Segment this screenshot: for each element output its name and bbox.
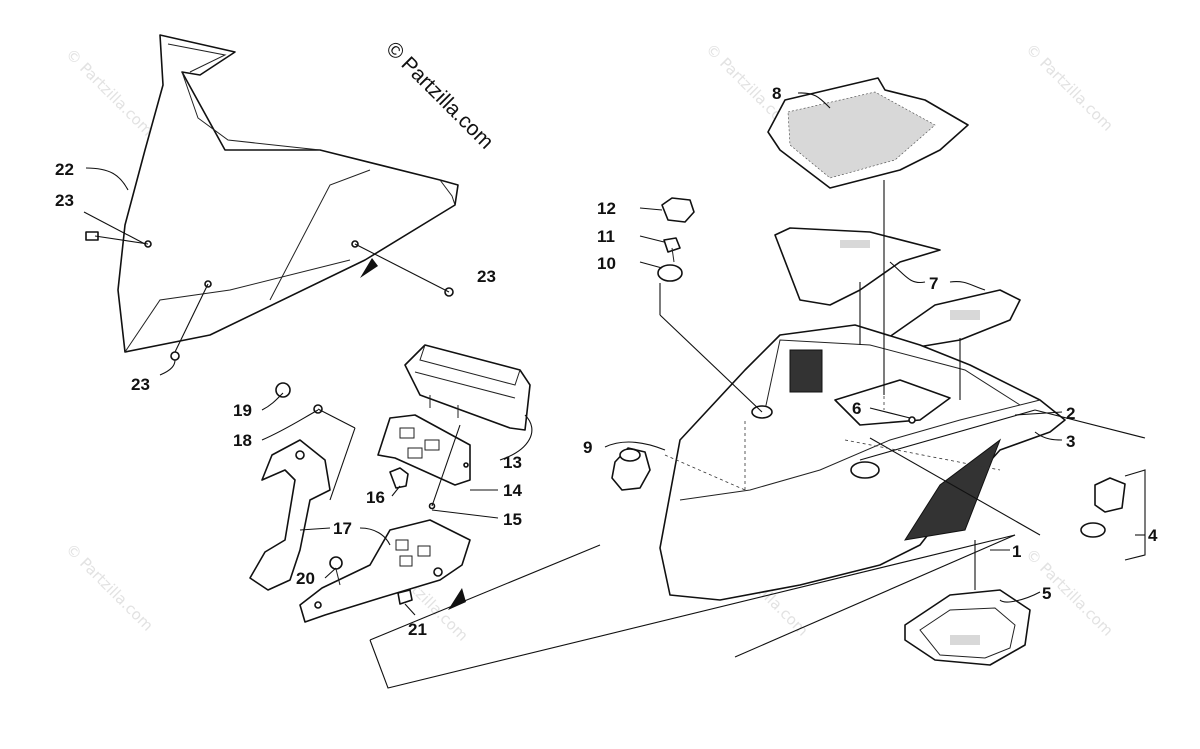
callout-19: 19 bbox=[233, 401, 252, 420]
callout-23a: 23 bbox=[55, 191, 74, 210]
callout-13: 13 bbox=[503, 453, 522, 472]
callout-16: 16 bbox=[366, 488, 385, 507]
decal-part bbox=[904, 589, 1031, 666]
callout-10: 10 bbox=[597, 254, 616, 273]
callout-12: 12 bbox=[597, 199, 616, 218]
callout-6: 6 bbox=[852, 399, 861, 418]
ignition-parts bbox=[657, 197, 695, 282]
gauge-bracket-part bbox=[377, 414, 471, 486]
callout-9: 9 bbox=[583, 438, 592, 457]
callout-15: 15 bbox=[503, 510, 522, 529]
latch-part bbox=[1080, 477, 1126, 538]
switch-part bbox=[611, 447, 651, 491]
callout-21: 21 bbox=[408, 620, 427, 639]
windshield-part bbox=[117, 34, 459, 353]
callout-1: 1 bbox=[1012, 542, 1021, 561]
callout-2: 2 bbox=[1066, 404, 1075, 423]
callout-23c: 23 bbox=[131, 375, 150, 394]
hood-part bbox=[659, 324, 1066, 601]
watermark-4: © Partzilla.com bbox=[62, 540, 157, 635]
watermark-1: © Partzilla.com bbox=[62, 45, 157, 140]
callout-14: 14 bbox=[503, 481, 522, 500]
screw-6 bbox=[908, 416, 916, 424]
callout-22: 22 bbox=[55, 160, 74, 179]
watermark-7: © Partzilla.com bbox=[1022, 545, 1117, 640]
watermark-3: © Partzilla.com bbox=[1022, 40, 1117, 135]
net-tray-part bbox=[767, 77, 969, 189]
callout-18: 18 bbox=[233, 431, 252, 450]
mounting-bracket-part bbox=[249, 439, 471, 623]
callout-3: 3 bbox=[1066, 432, 1075, 451]
callout-labels: 1 2 3 4 5 6 7 8 9 10 11 12 13 14 15 16 1… bbox=[55, 84, 1158, 639]
small-hardware bbox=[275, 382, 436, 510]
side-panels-part bbox=[774, 227, 1021, 351]
callout-23b: 23 bbox=[477, 267, 496, 286]
callout-4: 4 bbox=[1148, 526, 1158, 545]
instrument-gauge-part bbox=[404, 344, 531, 431]
copyright-text: © Partzilla.com bbox=[381, 37, 497, 153]
screws-23 bbox=[85, 231, 454, 361]
bolts-20-21 bbox=[329, 556, 413, 605]
callout-11: 11 bbox=[597, 227, 615, 246]
callout-5: 5 bbox=[1042, 584, 1051, 603]
callout-20: 20 bbox=[296, 569, 315, 588]
callout-8: 8 bbox=[772, 84, 781, 103]
leader-lines bbox=[83, 92, 1146, 689]
callout-17: 17 bbox=[333, 519, 352, 538]
callout-7: 7 bbox=[929, 274, 938, 293]
